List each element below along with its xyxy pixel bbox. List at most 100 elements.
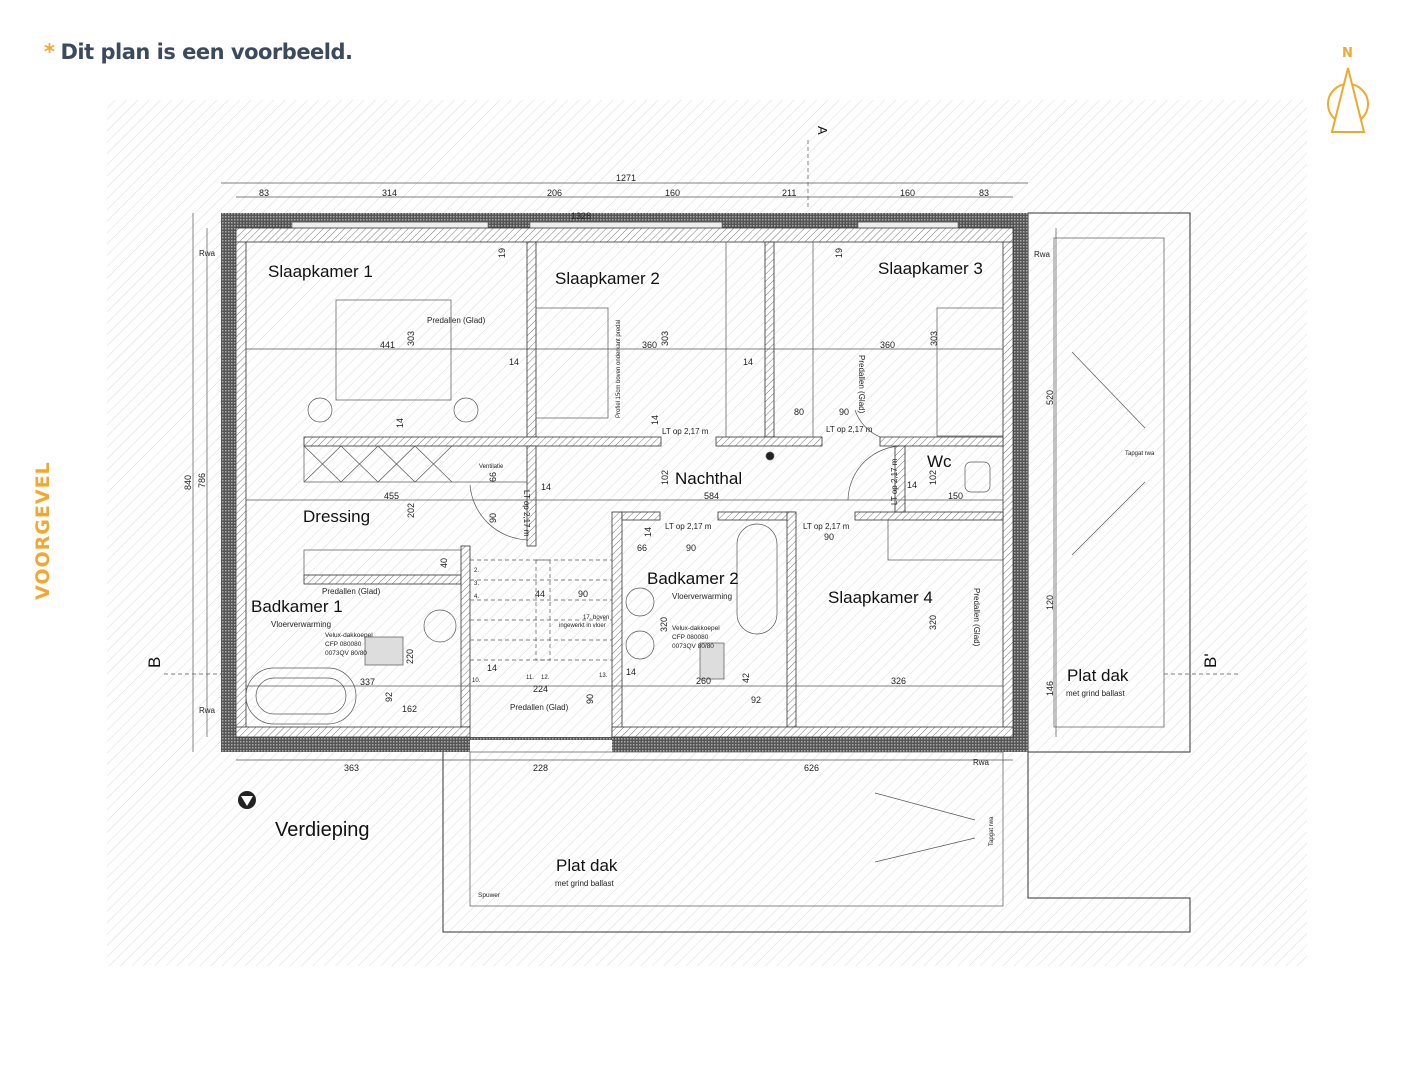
note-predallen: Predallen (Glad)	[427, 316, 486, 325]
note-velux: CFP 080080	[325, 641, 362, 648]
dimension-label: 14	[509, 357, 519, 367]
dimension-label: 146	[1045, 681, 1055, 696]
dimension-label: 80	[794, 407, 804, 417]
note-rwa: Rwa	[1034, 250, 1051, 259]
note-text: Dit plan is een voorbeeld.	[60, 40, 353, 64]
dimension-label: 14	[643, 527, 653, 537]
note-ventilation: Ventilatie	[479, 464, 504, 470]
dimension-label: 211	[782, 188, 796, 198]
room-plat-dak-right: Plat dak	[1067, 666, 1129, 685]
dimension-label: 102	[660, 470, 670, 485]
dimension-label: 90	[839, 407, 849, 417]
dimension-label: 162	[402, 704, 417, 714]
dimension-label: 1271	[616, 173, 636, 183]
room-slaapkamer-1: Slaapkamer 1	[268, 262, 373, 281]
note-drain: Tapgat rwa	[1125, 451, 1155, 457]
note-predallen: Predallen (Glad)	[972, 588, 981, 647]
dimension-label: 92	[751, 695, 761, 705]
dimension-label: 786	[197, 473, 207, 488]
section-marker-a: A	[815, 126, 830, 135]
dimension-label: 14	[541, 482, 551, 492]
room-dressing: Dressing	[303, 507, 370, 526]
dimension-label: 228	[533, 763, 548, 773]
room-nachthal: Nachthal	[675, 469, 742, 488]
note-velux: 0073QV 80/80	[325, 650, 367, 657]
note-rwa: Rwa	[973, 758, 990, 767]
dimension-lines	[164, 140, 1240, 761]
note-ballast-bottom: met grind ballast	[555, 879, 614, 888]
dimension-label: 224	[533, 684, 548, 694]
dimension-label: 13.	[599, 673, 608, 679]
room-badkamer-1: Badkamer 1	[251, 597, 343, 616]
note-floor-heating-2: Vloerverwarming	[672, 592, 732, 601]
floor-title: Verdieping	[275, 819, 370, 841]
dimension-label: 90	[488, 513, 498, 523]
note-stair: 17. boven	[583, 615, 609, 621]
note-floor-heating-1: Vloerverwarming	[271, 620, 331, 629]
note-predallen: Predallen (Glad)	[510, 703, 569, 712]
dimension-label: 320	[659, 617, 669, 632]
dimension-label: 1328	[571, 211, 591, 221]
dimension-label: 360	[880, 340, 895, 350]
disclaimer-note: *Dit plan is een voorbeeld.	[44, 40, 353, 64]
note-velux: Velux-dakkoepel	[325, 632, 373, 639]
note-ballast-right: met grind ballast	[1066, 689, 1125, 698]
room-plat-dak-bottom: Plat dak	[556, 856, 618, 875]
fixtures	[245, 241, 1004, 725]
dimension-label: 626	[804, 763, 819, 773]
dimension-label: 40	[439, 558, 449, 568]
dimension-label: 19	[497, 248, 507, 258]
dimension-label: 303	[406, 331, 416, 346]
dimension-label: 303	[660, 331, 670, 346]
room-slaapkamer-4: Slaapkamer 4	[828, 588, 933, 607]
note-predallen: Predallen (Glad)	[322, 587, 381, 596]
dimension-label: 83	[259, 188, 269, 198]
dimension-label: 4.	[474, 594, 479, 600]
note-velux: CFP 080080	[672, 634, 709, 641]
dimension-label: 14	[626, 667, 636, 677]
note-lintel: LT op 2,17 m	[662, 427, 709, 436]
asterisk: *	[44, 40, 55, 64]
dimension-label: 120	[1045, 595, 1055, 610]
dimension-label: 441	[380, 340, 395, 350]
dimension-label: 584	[704, 491, 719, 501]
dimension-label: 92	[384, 692, 394, 702]
dimension-label: 14	[650, 415, 660, 425]
dimension-label: 455	[384, 491, 399, 501]
note-lintel: LT op 2,17 m	[826, 425, 873, 434]
dimension-label: 11.	[526, 675, 534, 681]
dimension-label: 206	[547, 188, 562, 198]
dimension-label: 90	[686, 543, 696, 553]
room-wc: Wc	[927, 452, 952, 471]
dimension-label: 83	[979, 188, 989, 198]
note-lintel: LT op 2,17 m	[522, 490, 531, 537]
dimension-labels: 1271 83 314 206 160 211 160 83 1328 363 …	[183, 173, 1055, 773]
note-profile: Profiel 15cm boven onderkant predal	[616, 320, 622, 418]
dimension-label: 840	[183, 475, 193, 490]
note-spuwer: Spuwer	[478, 892, 501, 899]
dimension-label: 2.	[474, 568, 479, 574]
note-rwa: Rwa	[199, 249, 216, 258]
dimension-label: 14	[395, 418, 405, 428]
dimension-label: 66	[637, 543, 647, 553]
note-rwa: Rwa	[199, 706, 216, 715]
dimension-label: 90	[824, 532, 834, 542]
dimension-label: 220	[405, 649, 415, 664]
dimension-label: 202	[406, 503, 416, 518]
dimension-label: 160	[665, 188, 680, 198]
dimension-label: 102	[928, 470, 938, 485]
section-marker-b: B	[145, 657, 164, 668]
dimension-label: 44	[535, 589, 545, 599]
north-label: N	[1342, 46, 1353, 61]
dimension-label: 12.	[541, 675, 550, 681]
stair-numbers: 2. 3. 4. 10. 11. 12. 13.	[472, 568, 608, 684]
dimension-label: 520	[1045, 390, 1055, 405]
dimension-label: 303	[929, 331, 939, 346]
note-velux: 0073QV 80/80	[672, 643, 714, 650]
dimension-label: 14	[907, 480, 917, 490]
dimension-label: 360	[642, 340, 657, 350]
dimension-label: 337	[360, 677, 375, 687]
note-drain: Tapgat rwa	[989, 816, 995, 846]
dimension-label: 363	[344, 763, 359, 773]
note-predallen: Predallen (Glad)	[857, 355, 866, 414]
